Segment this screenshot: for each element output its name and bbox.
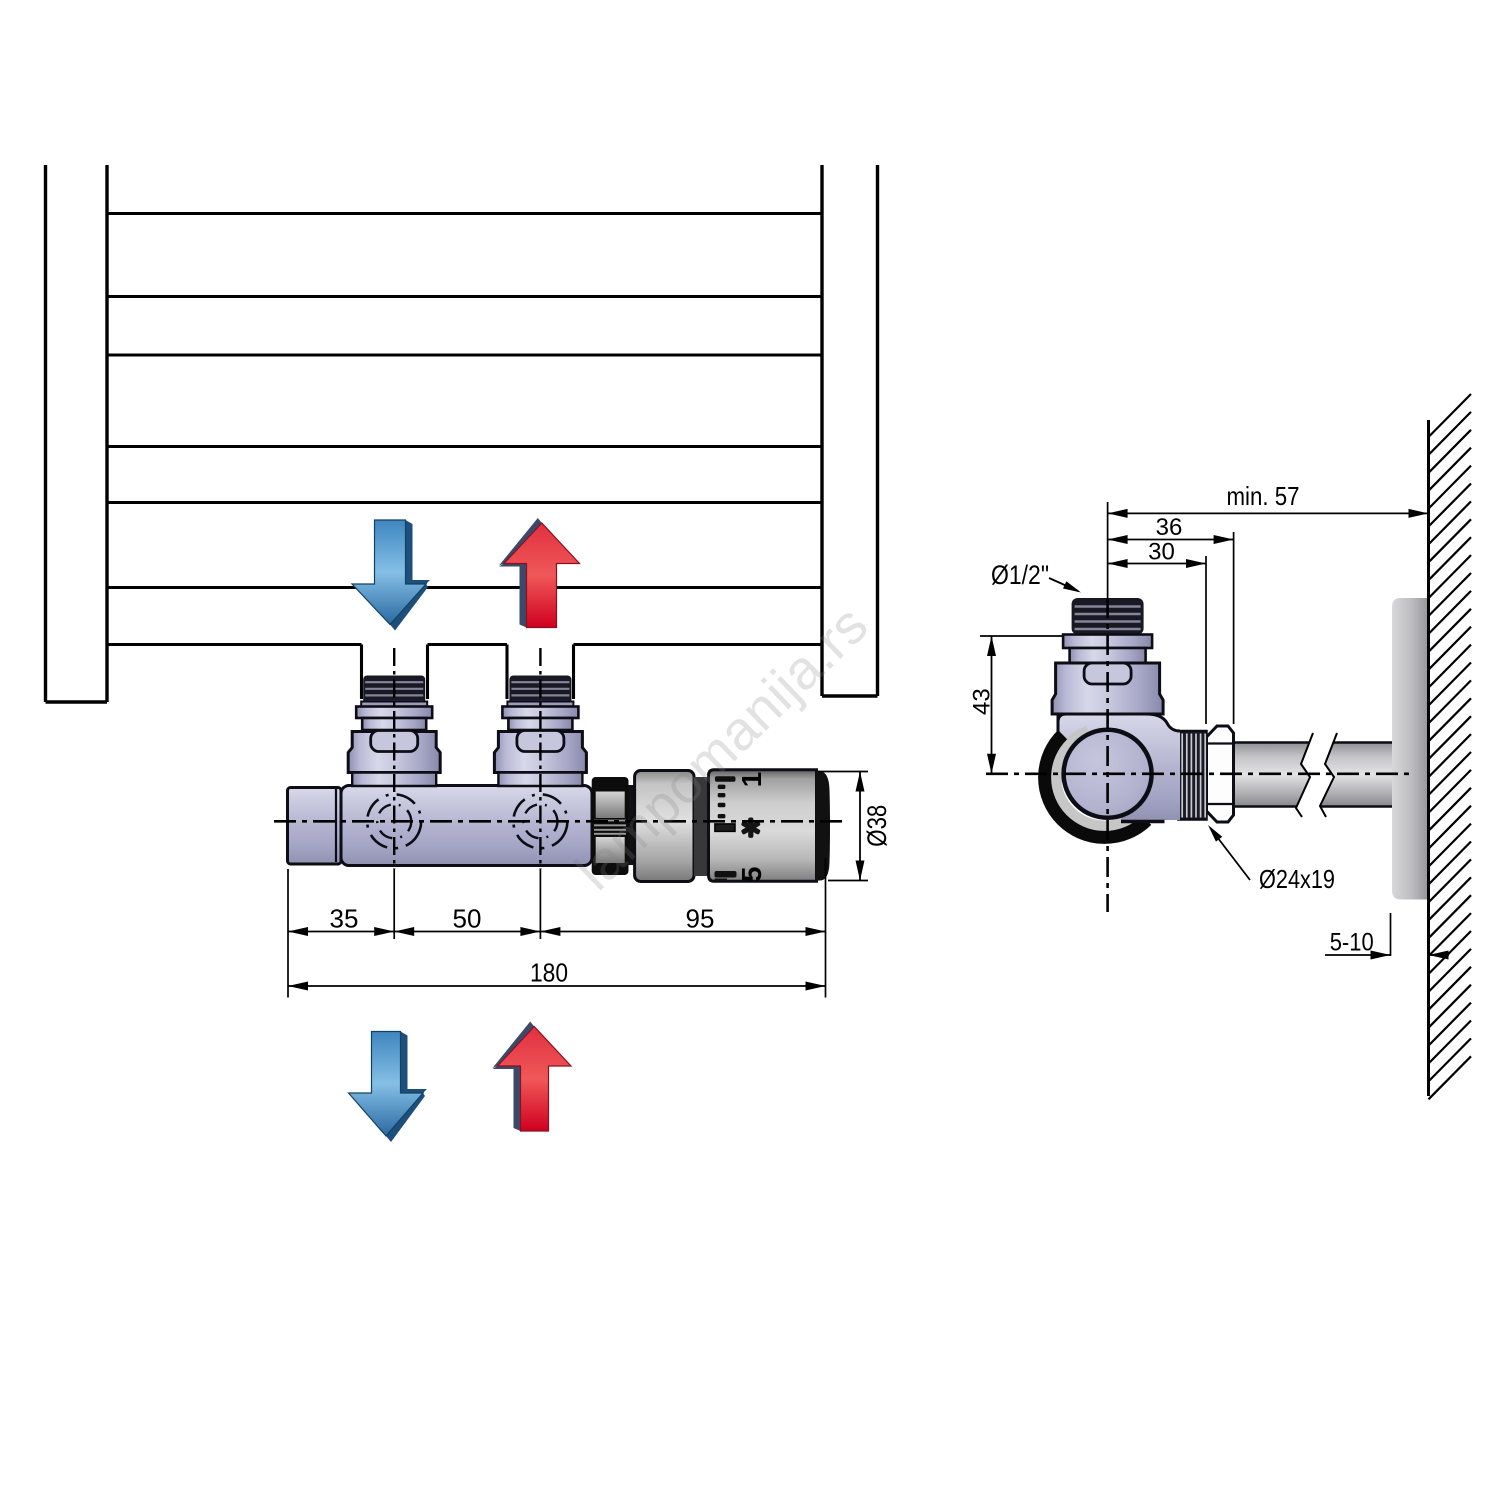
svg-text:95: 95 [686,904,715,934]
svg-text:35: 35 [330,904,359,934]
svg-text:50: 50 [453,904,482,934]
svg-text:1: 1 [736,772,767,788]
svg-text:43: 43 [969,688,996,715]
svg-text:Ø1/2": Ø1/2" [991,560,1049,590]
svg-text:Ø24x19: Ø24x19 [1259,864,1335,894]
svg-text:30: 30 [1148,539,1175,566]
svg-text:180: 180 [530,958,568,988]
svg-text:min. 57: min. 57 [1227,481,1300,511]
svg-text:36: 36 [1156,514,1183,541]
svg-text:5: 5 [736,867,767,883]
svg-text:Ø38: Ø38 [862,805,892,847]
svg-text:5-10: 5-10 [1330,929,1374,957]
